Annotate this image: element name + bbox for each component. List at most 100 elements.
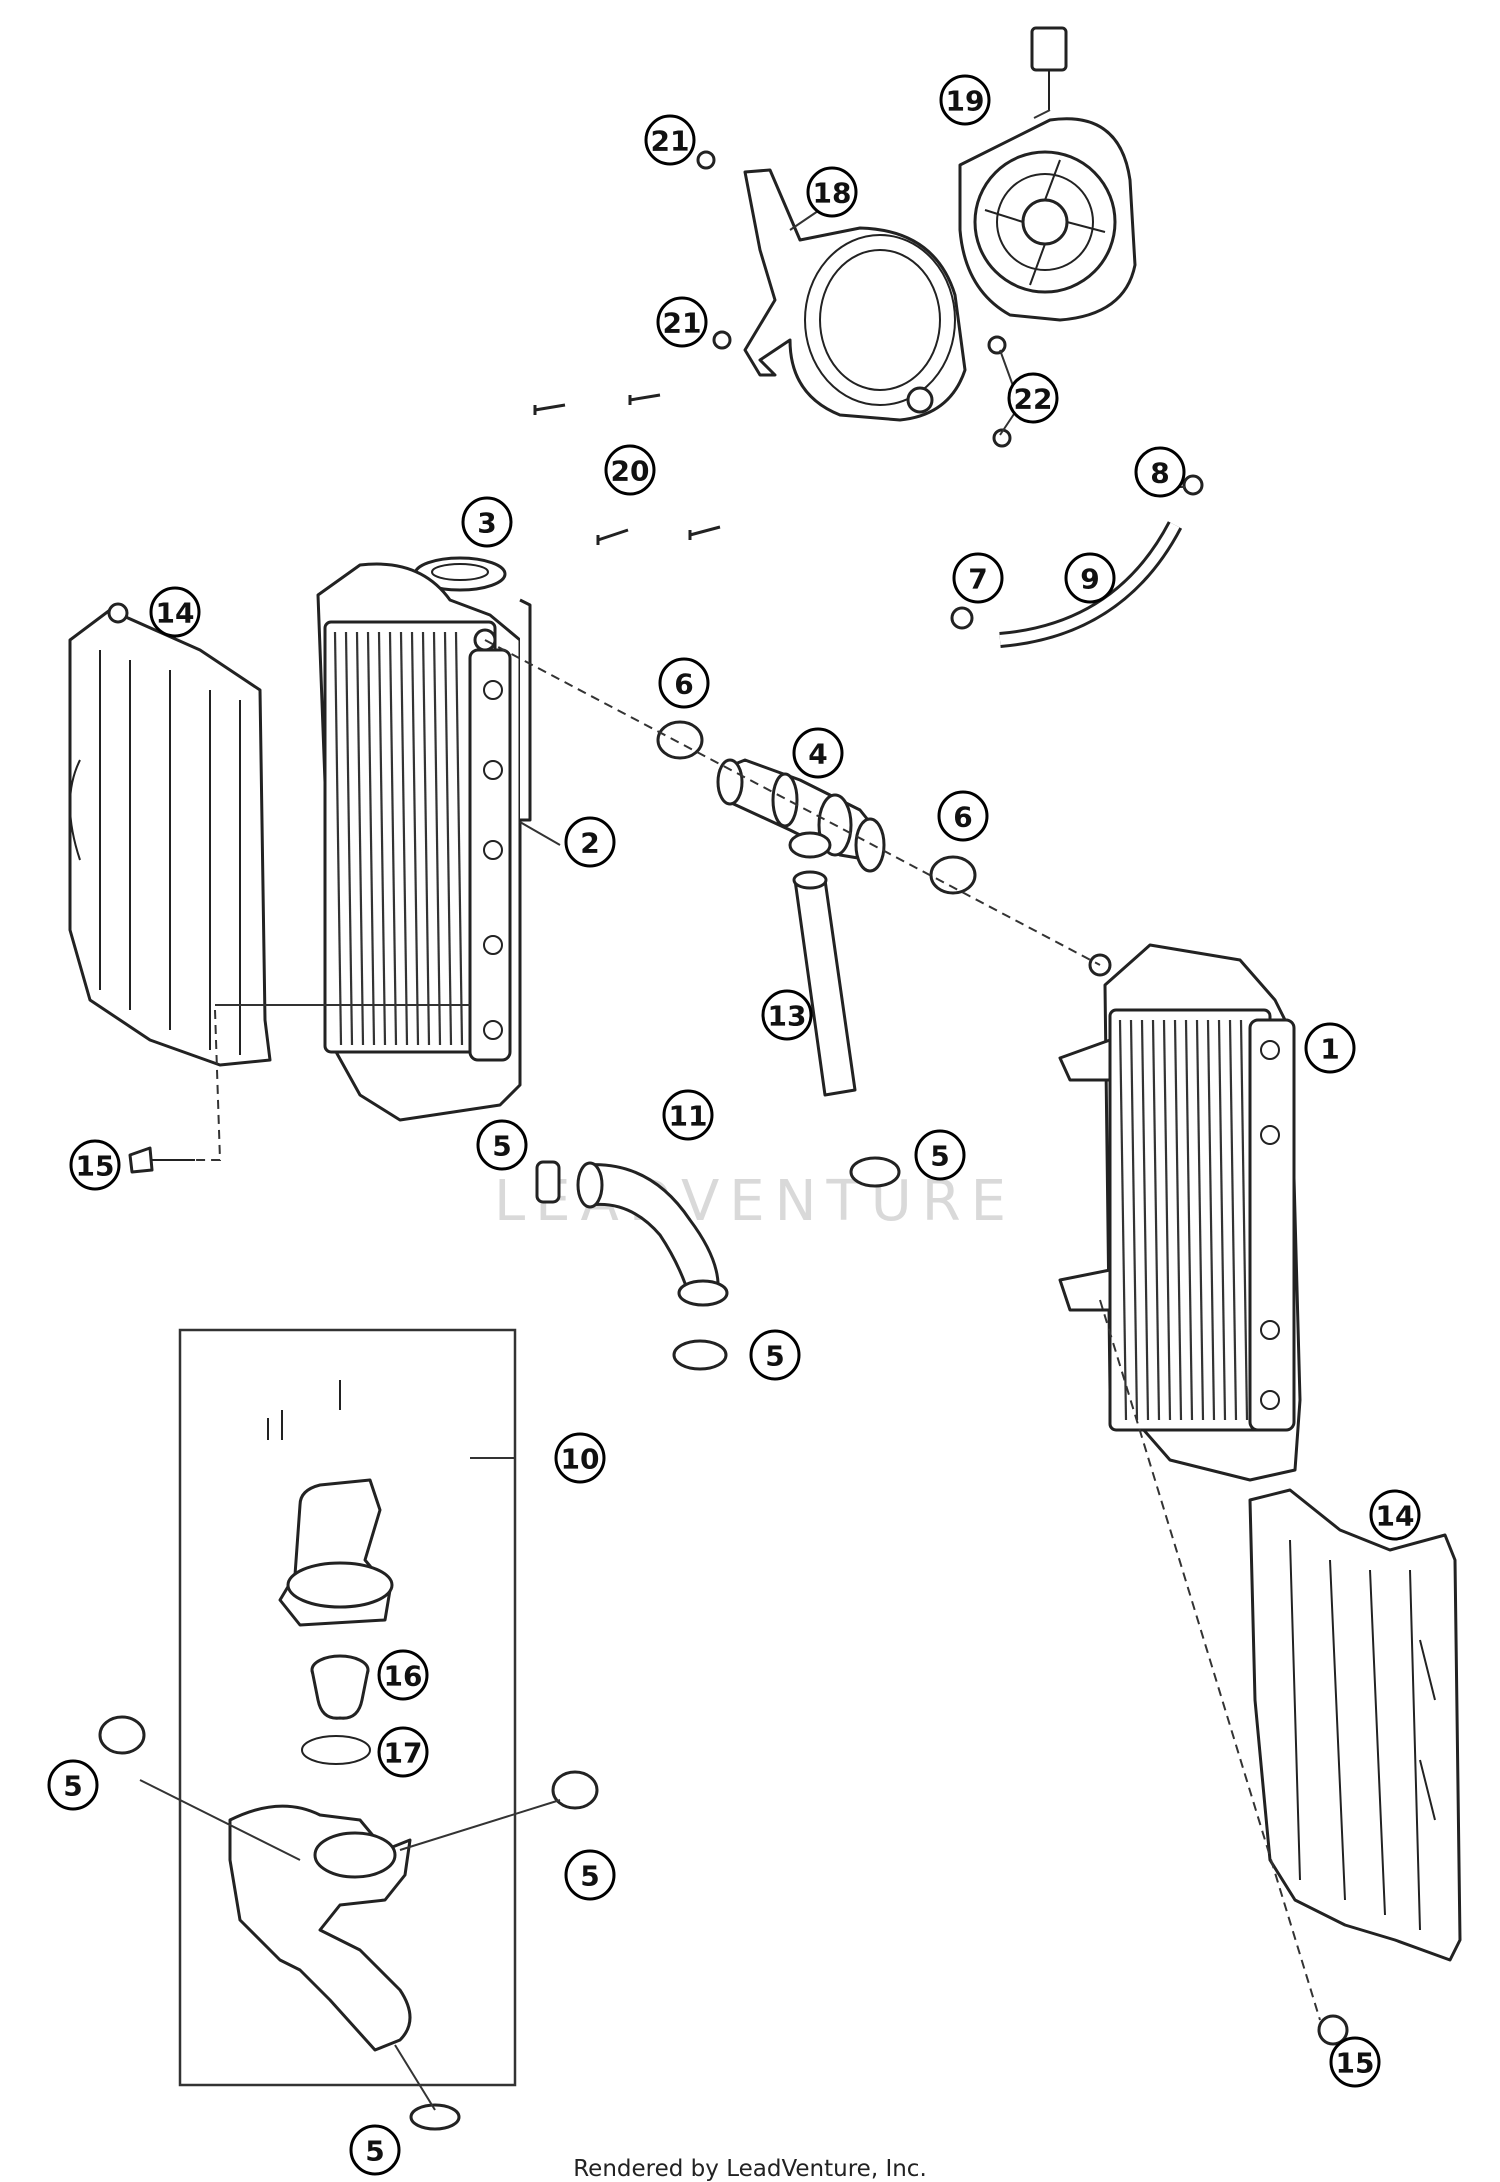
callout-circle — [761, 989, 813, 1041]
callout-10: 10 — [554, 1432, 606, 1484]
callout-number: 15 — [76, 1150, 115, 1183]
radiator-fin — [1206, 1019, 1216, 1421]
callout-number: 15 — [1336, 2047, 1375, 2080]
radiator-fin — [366, 631, 376, 1046]
callout-number: 5 — [63, 1770, 82, 1803]
callout-number: 16 — [384, 1660, 423, 1693]
screws-fan — [533, 150, 1012, 545]
callout-circle — [914, 1129, 966, 1181]
callout-number: 21 — [651, 125, 690, 158]
callout-circle — [656, 296, 708, 348]
callout-number: 4 — [808, 738, 827, 771]
radiator-fin — [421, 631, 431, 1046]
hose-clamps-5 — [535, 1156, 901, 1371]
callout-circle — [349, 2124, 401, 2176]
callout-21a: 21 — [644, 114, 696, 166]
radiator-fin — [1140, 1019, 1150, 1421]
callout-22: 22 — [1007, 372, 1059, 424]
radiator-fin — [443, 631, 453, 1046]
callout-5e: 5 — [564, 1849, 616, 1901]
callout-circle — [937, 790, 989, 842]
callout-circle — [377, 1649, 429, 1701]
radiator-fin — [1173, 1019, 1183, 1421]
upper-radiator-hose — [576, 1161, 729, 1307]
callout-number: 5 — [365, 2135, 384, 2168]
radiator-fin — [1118, 1019, 1128, 1421]
callout-number: 14 — [1376, 1500, 1415, 1533]
callout-circle — [149, 586, 201, 638]
callout-14a: 14 — [149, 586, 201, 638]
radiator-fin — [344, 631, 354, 1046]
callout-11: 11 — [662, 1089, 714, 1141]
right-radiator-shroud — [1248, 1488, 1462, 1962]
callout-15a: 15 — [69, 1139, 121, 1191]
callout-20: 20 — [604, 444, 656, 496]
radiator-fin — [1184, 1019, 1194, 1421]
radiator-fin — [1151, 1019, 1161, 1421]
callout-number: 19 — [946, 85, 985, 118]
callout-circle — [1007, 372, 1059, 424]
callout-circle — [1369, 1489, 1421, 1541]
callout-15b: 15 — [1329, 2036, 1381, 2088]
radiator-fin — [410, 631, 420, 1046]
fan-shroud — [743, 168, 967, 422]
callout-number: 17 — [384, 1737, 423, 1770]
callout-number: 11 — [669, 1100, 708, 1133]
callout-circle — [1304, 1022, 1356, 1074]
callout-number: 22 — [1014, 383, 1053, 416]
callout-number: 21 — [663, 307, 702, 340]
callout-number: 18 — [813, 177, 852, 210]
callout-number: 10 — [561, 1443, 600, 1476]
right-radiator — [1058, 943, 1302, 1482]
callout-circle — [564, 816, 616, 868]
callout-number: 9 — [1080, 563, 1099, 596]
callout-circle — [806, 166, 858, 218]
callout-13: 13 — [761, 989, 813, 1041]
callout-circle — [1064, 552, 1116, 604]
callout-8: 8 — [1134, 446, 1186, 498]
radiator-fin — [377, 631, 387, 1046]
left-radiator — [316, 562, 532, 1122]
callout-circle — [377, 1726, 429, 1778]
callout-number: 6 — [953, 801, 972, 834]
callout-5b: 5 — [914, 1129, 966, 1181]
bolts-15 — [128, 1146, 1349, 2046]
callout-number: 20 — [611, 455, 650, 488]
thermostat-assembly-box — [178, 1328, 517, 2087]
callout-19: 19 — [939, 74, 991, 126]
callout-number: 13 — [768, 1000, 807, 1033]
callout-4: 4 — [792, 727, 844, 779]
callout-5a: 5 — [476, 1119, 528, 1171]
radiator-fin — [1239, 1019, 1249, 1421]
callout-18: 18 — [806, 166, 858, 218]
callout-circle — [47, 1759, 99, 1811]
callout-17: 17 — [377, 1726, 429, 1778]
radiator-fin — [1195, 1019, 1205, 1421]
callout-6a: 6 — [658, 657, 710, 709]
radiator-fin — [399, 631, 409, 1046]
thermostat-housing — [228, 1380, 412, 2052]
callout-3: 3 — [461, 496, 513, 548]
radiator-fin — [355, 631, 365, 1046]
callout-7: 7 — [952, 552, 1004, 604]
cooling-fan — [958, 26, 1137, 322]
callout-circle — [1134, 446, 1186, 498]
callout-16: 16 — [377, 1649, 429, 1701]
callout-number: 5 — [580, 1860, 599, 1893]
callout-21b: 21 — [656, 296, 708, 348]
callout-number: 5 — [492, 1130, 511, 1163]
callout-circle — [952, 552, 1004, 604]
callout-2: 2 — [564, 816, 616, 868]
radiator-fin — [1129, 1019, 1139, 1421]
hose-clamps-5-lower — [98, 1715, 599, 2131]
callout-number: 6 — [674, 668, 693, 701]
radiator-fin — [454, 631, 464, 1046]
callout-14b: 14 — [1369, 1489, 1421, 1541]
callout-circle — [749, 1329, 801, 1381]
coolant-pipe — [792, 870, 857, 1097]
callout-circle — [644, 114, 696, 166]
callout-5d: 5 — [47, 1759, 99, 1811]
leader-lines — [139, 109, 1321, 2111]
